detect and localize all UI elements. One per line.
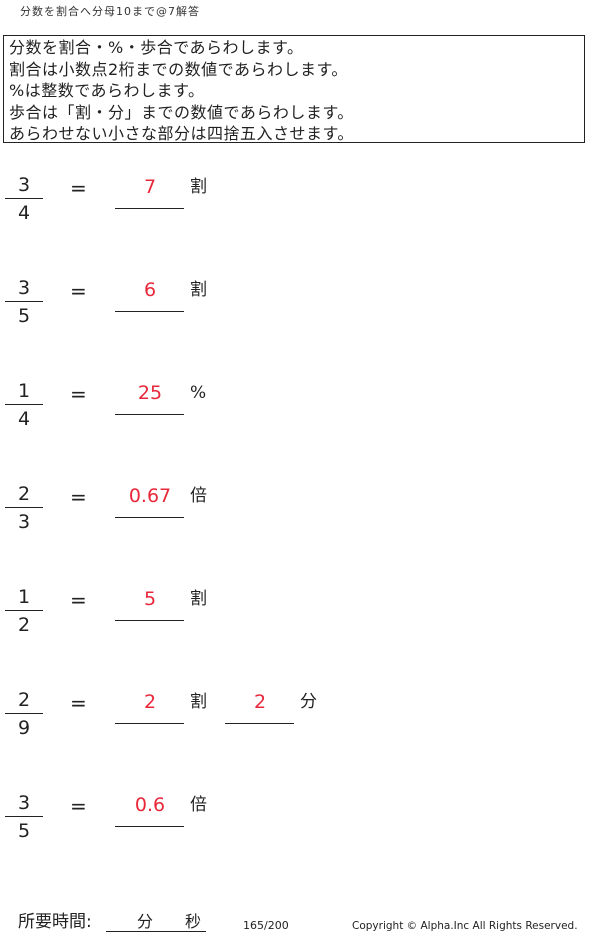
- unit-label: 分: [300, 692, 317, 712]
- copyright-text: Copyright © Alpha.Inc All Rights Reserve…: [352, 920, 578, 932]
- fraction-denominator: 3: [17, 511, 31, 533]
- seconds-label: 秒: [185, 912, 202, 931]
- fraction-numerator: 1: [17, 380, 31, 402]
- fraction-bar: [5, 198, 43, 199]
- fraction-denominator: 5: [17, 305, 31, 327]
- problem-row: 1 2 = 5 割: [0, 587, 600, 657]
- answer-line: [115, 826, 184, 827]
- equals-sign: =: [70, 794, 87, 818]
- unit-label: 倍: [190, 795, 207, 815]
- fraction-numerator: 2: [17, 483, 31, 505]
- equals-sign: =: [70, 691, 87, 715]
- time-blank-line: [106, 931, 206, 932]
- instruction-line: 割合は小数点2桁までの数値であらわします。: [9, 59, 348, 79]
- fraction-bar: [5, 610, 43, 611]
- unit-label: 割: [190, 177, 207, 197]
- instruction-line: 歩合は「割・分」までの数値であらわします。: [9, 102, 354, 122]
- problem-row: 2 3 = 0.67 倍: [0, 484, 600, 554]
- fraction-numerator: 3: [17, 277, 31, 299]
- equals-sign: =: [70, 176, 87, 200]
- fraction-bar: [5, 301, 43, 302]
- equals-sign: =: [70, 485, 87, 509]
- answer-line: [115, 414, 184, 415]
- problem-row: 3 5 = 6 割: [0, 278, 600, 348]
- unit-label: 倍: [190, 486, 207, 506]
- equals-sign: =: [70, 279, 87, 303]
- fraction-denominator: 9: [17, 717, 31, 739]
- answer-line: [115, 208, 184, 209]
- instruction-line: %は整数であらわします。: [9, 81, 205, 101]
- unit-label: %: [190, 383, 207, 403]
- unit-label: 割: [190, 589, 207, 609]
- answer-value[interactable]: 2: [253, 691, 267, 713]
- fraction-numerator: 2: [17, 689, 31, 711]
- unit-label: 割: [190, 280, 207, 300]
- fraction-denominator: 2: [17, 614, 31, 636]
- answer-line: [115, 517, 184, 518]
- fraction-bar: [5, 713, 43, 714]
- answer-value[interactable]: 0.67: [128, 485, 172, 507]
- fraction-numerator: 3: [17, 792, 31, 814]
- answer-value[interactable]: 25: [137, 382, 163, 404]
- page-title: 分数を割合へ分母10まで@7解答: [20, 5, 200, 18]
- problem-row: 3 5 = 0.6 倍: [0, 793, 600, 863]
- page-number: 165/200: [243, 919, 289, 932]
- answer-line: [115, 311, 184, 312]
- unit-label: 割: [190, 692, 207, 712]
- problem-row: 1 4 = 25 %: [0, 381, 600, 451]
- instruction-line: あらわせない小さな部分は四捨五入させます。: [9, 124, 354, 144]
- fraction-bar: [5, 816, 43, 817]
- fraction-denominator: 5: [17, 820, 31, 842]
- answer-value[interactable]: 0.6: [134, 794, 166, 816]
- time-label: 所要時間:: [18, 912, 92, 932]
- fraction-bar: [5, 507, 43, 508]
- answer-value[interactable]: 6: [143, 279, 157, 301]
- fraction-numerator: 3: [17, 174, 31, 196]
- fraction-denominator: 4: [17, 202, 31, 224]
- answer-value[interactable]: 5: [143, 588, 157, 610]
- answer-value[interactable]: 2: [143, 691, 157, 713]
- answer-line: [115, 620, 184, 621]
- fraction-bar: [5, 404, 43, 405]
- answer-line: [115, 723, 184, 724]
- answer-value[interactable]: 7: [143, 176, 157, 198]
- instructions-box: 分数を割合・%・歩合であらわします。 割合は小数点2桁までの数値であらわします。…: [3, 35, 585, 143]
- equals-sign: =: [70, 382, 87, 406]
- problem-row: 2 9 = 2 割 2 分: [0, 690, 600, 760]
- fraction-numerator: 1: [17, 586, 31, 608]
- instruction-line: 分数を割合・%・歩合であらわします。: [9, 38, 304, 57]
- answer-line: [225, 723, 294, 724]
- minutes-label: 分: [137, 912, 154, 931]
- fraction-denominator: 4: [17, 408, 31, 430]
- problem-row: 3 4 = 7 割: [0, 175, 600, 245]
- equals-sign: =: [70, 588, 87, 612]
